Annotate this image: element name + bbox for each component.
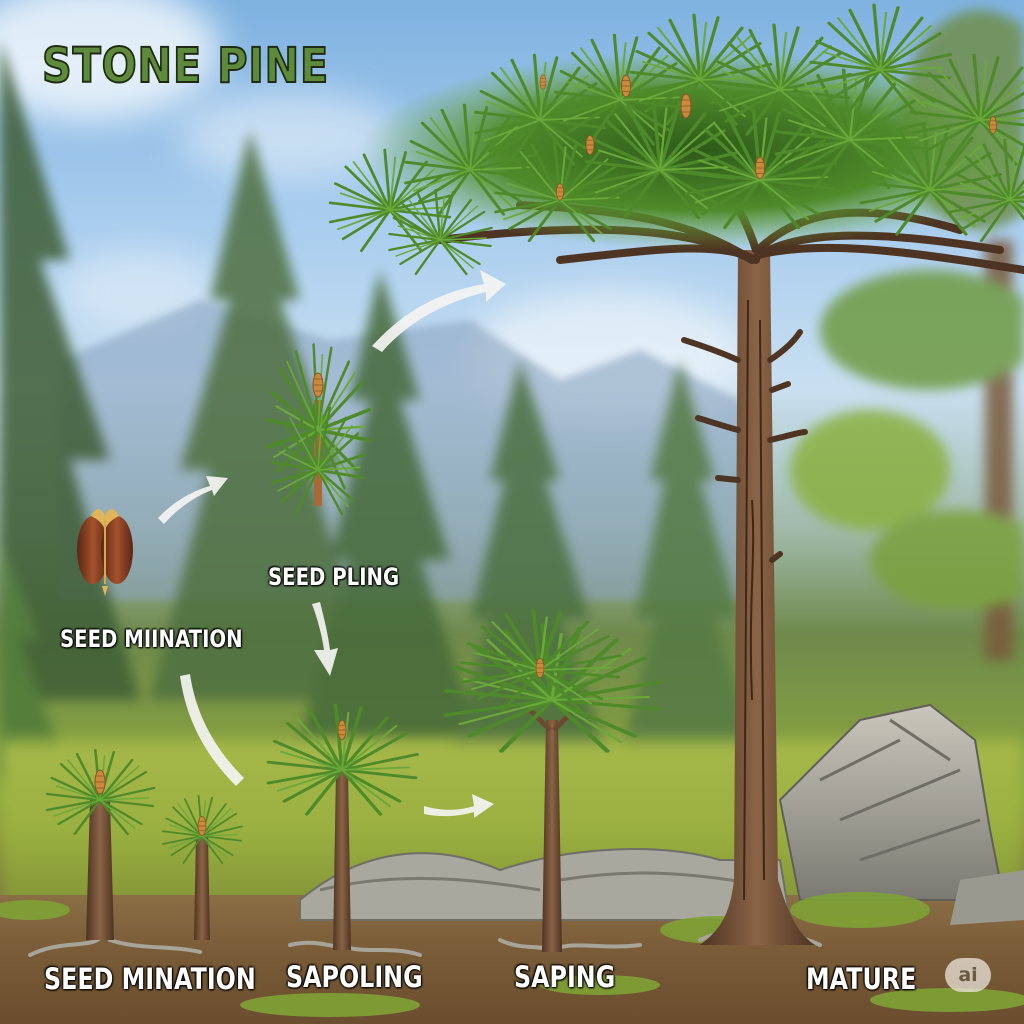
label-seed-pling: SEED PLING: [268, 563, 400, 591]
seed: [77, 509, 133, 596]
label-mature: MATURE: [806, 962, 917, 996]
young-tree: [446, 608, 660, 952]
rock-formation: [299, 703, 1024, 925]
label-sapoling: SAPOLING: [286, 960, 423, 994]
label-seed-mination: SEED MINATION: [44, 962, 256, 996]
seedling-branch: [265, 343, 372, 516]
sapling-middle: [266, 703, 419, 950]
sapling-left: [45, 748, 156, 940]
page-title: STONE PINE: [41, 37, 330, 95]
label-seed-miination: SEED MIINATION: [60, 625, 243, 653]
sapling-small: [161, 795, 243, 940]
arrows: [158, 270, 506, 818]
ai-watermark-badge: ai: [945, 958, 991, 992]
label-saping: SAPING: [514, 960, 616, 994]
cloud: [180, 90, 400, 180]
mature-tree: [328, 3, 1024, 945]
